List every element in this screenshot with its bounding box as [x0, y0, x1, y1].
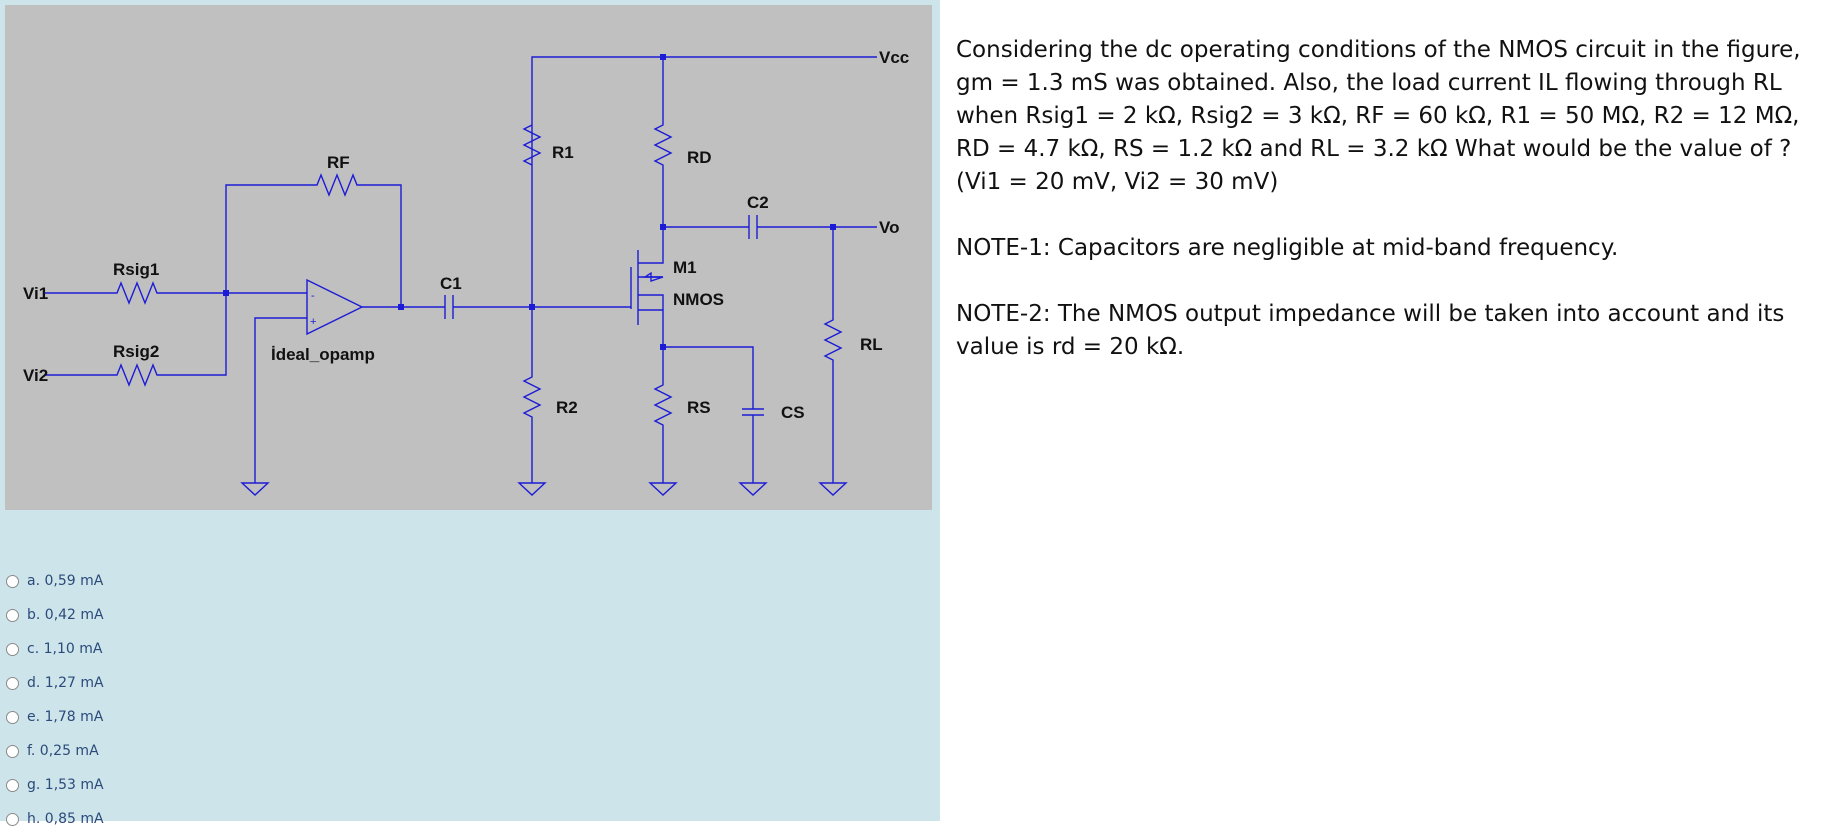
radio-icon[interactable]	[6, 676, 19, 690]
nmos-transistor	[532, 227, 664, 347]
rf-resistor	[225, 173, 402, 308]
option-h[interactable]: h. 0,85 mA	[6, 802, 306, 836]
option-label: e. 1,78 mA	[27, 709, 104, 725]
label-rs: RS	[687, 398, 711, 417]
opamp-minus: -	[311, 290, 315, 302]
rl-resistor	[823, 227, 843, 483]
label-rf: RF	[327, 153, 350, 172]
opamp-plus: +	[310, 316, 316, 328]
option-label: f. 0,25 mA	[27, 743, 99, 759]
option-g[interactable]: g. 1,53 mA	[6, 768, 306, 802]
option-d[interactable]: d. 1,27 mA	[6, 666, 306, 700]
question-text-block: Considering the dc operating conditions …	[956, 34, 1826, 364]
answer-options: a. 0,59 mA b. 0,42 mA c. 1,10 mA d. 1,27…	[6, 564, 306, 836]
label-rsig2: Rsig2	[113, 342, 159, 361]
radio-icon[interactable]	[6, 812, 19, 826]
radio-icon[interactable]	[6, 744, 19, 758]
option-c[interactable]: c. 1,10 mA	[6, 632, 306, 666]
junction-dots	[223, 54, 836, 350]
radio-icon[interactable]	[6, 608, 19, 622]
label-rd: RD	[687, 148, 712, 167]
radio-icon[interactable]	[6, 778, 19, 792]
option-label: h. 0,85 mA	[27, 811, 104, 827]
schematic-svg: - +	[23, 48, 909, 496]
option-label: a. 0,59 mA	[27, 573, 104, 589]
label-cs: CS	[781, 403, 805, 422]
rs-resistor	[653, 347, 673, 483]
circuit-schematic: - +	[5, 5, 932, 510]
radio-icon[interactable]	[6, 574, 19, 588]
c2-capacitor	[663, 215, 877, 239]
ideal-opamp: - +	[306, 278, 364, 336]
option-label: d. 1,27 mA	[27, 675, 104, 691]
r1-resistor	[522, 56, 663, 307]
label-rsig1: Rsig1	[113, 260, 159, 279]
label-opamp: İdeal_opamp	[271, 345, 375, 364]
label-vi2: Vi2	[23, 366, 48, 385]
c1-capacitor	[444, 295, 532, 319]
label-m1: M1	[673, 258, 697, 277]
question-text: Considering the dc operating conditions …	[956, 37, 1801, 195]
label-c2: C2	[747, 193, 769, 212]
ground-symbols	[240, 482, 848, 496]
radio-icon[interactable]	[6, 642, 19, 656]
option-a[interactable]: a. 0,59 mA	[6, 564, 306, 598]
label-nmos: NMOS	[673, 290, 724, 309]
option-label: b. 0,42 mA	[27, 607, 104, 623]
option-e[interactable]: e. 1,78 mA	[6, 700, 306, 734]
label-vo: Vo	[879, 218, 899, 237]
label-vi1: Vi1	[23, 284, 48, 303]
label-c1: C1	[440, 274, 462, 293]
option-label: c. 1,10 mA	[27, 641, 103, 657]
label-r1: R1	[552, 143, 574, 162]
rd-resistor	[653, 57, 673, 227]
rsig2-resistor	[45, 293, 227, 387]
note-1: NOTE-1: Capacitors are negligible at mid…	[956, 235, 1619, 261]
option-f[interactable]: f. 0,25 mA	[6, 734, 306, 768]
option-b[interactable]: b. 0,42 mA	[6, 598, 306, 632]
option-label: g. 1,53 mA	[27, 777, 104, 793]
radio-icon[interactable]	[6, 710, 19, 724]
label-rl: RL	[860, 335, 883, 354]
r2-resistor	[522, 307, 542, 483]
left-panel: - +	[0, 0, 940, 827]
label-vcc: Vcc	[879, 48, 909, 67]
cs-capacitor	[663, 346, 764, 483]
label-r2: R2	[556, 398, 578, 417]
rsig1-resistor	[45, 281, 227, 305]
note-2: NOTE-2: The NMOS output impedance will b…	[956, 301, 1785, 360]
